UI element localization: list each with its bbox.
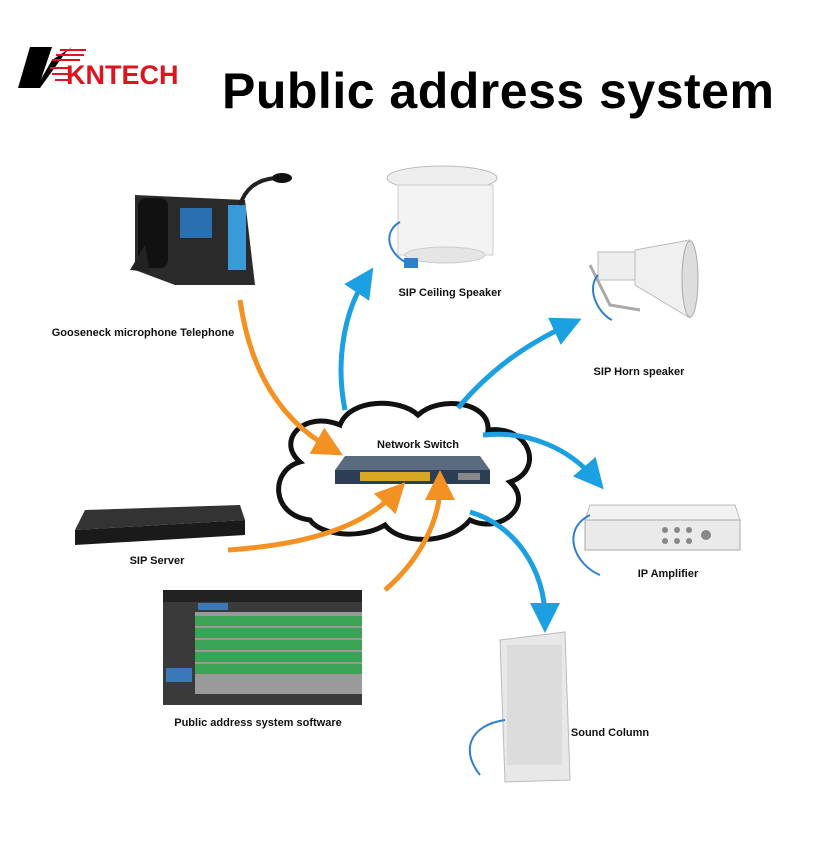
- phone-to-switch-arrow: [237, 299, 344, 456]
- gooseneck-phone-image: [130, 173, 292, 285]
- page-title: Public address system: [222, 63, 775, 119]
- horn-speaker-image: [588, 239, 699, 321]
- label-amplifier: IP Amplifier: [637, 568, 699, 580]
- server-to-switch-arrow: [227, 482, 406, 553]
- switch-to-amplifier-arrow: [482, 431, 604, 490]
- label-software: Public address system software: [174, 717, 342, 729]
- logo-text: KNTECH: [66, 60, 179, 90]
- label-column: Sound Column: [570, 727, 650, 739]
- sound-column-image: [468, 631, 571, 783]
- switch-to-ceiling-arrow: [338, 267, 374, 411]
- label-ceiling: SIP Ceiling Speaker: [398, 287, 502, 299]
- ip-amplifier-image: [572, 504, 741, 576]
- label-horn: SIP Horn speaker: [593, 366, 685, 378]
- label-switch: Network Switch: [377, 439, 459, 451]
- network-switch-image: [335, 456, 490, 484]
- label-phone: Gooseneck microphone Telephone: [51, 327, 235, 339]
- ceiling-speaker-image: [386, 165, 498, 268]
- switch-to-column-arrow: [469, 509, 560, 633]
- switch-to-horn-arrow: [456, 317, 582, 410]
- label-server: SIP Server: [129, 555, 185, 567]
- pa-software-screenshot: [163, 590, 362, 705]
- sip-server-image: [75, 505, 245, 545]
- software-to-switch-arrow: [383, 470, 455, 592]
- kntech-logo-icon: [18, 47, 86, 88]
